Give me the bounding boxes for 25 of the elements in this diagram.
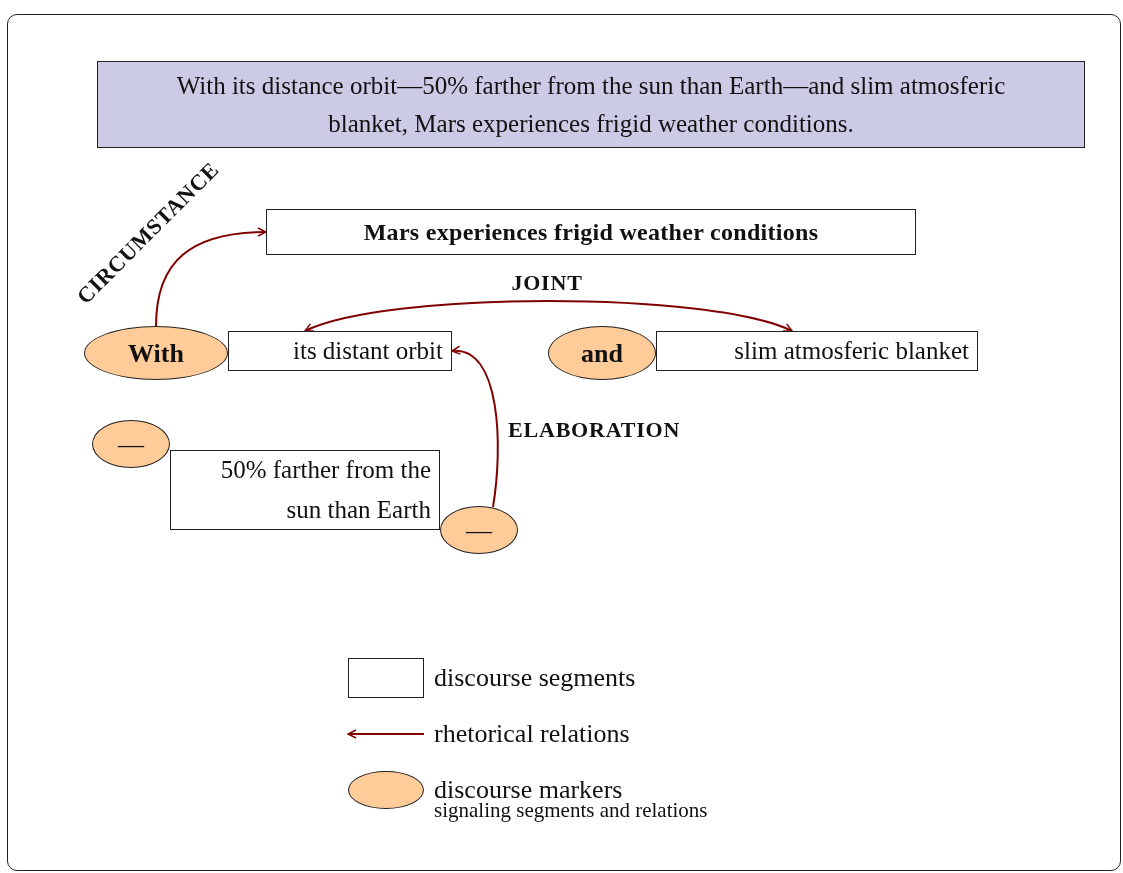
marker-ellipse — [548, 326, 656, 380]
node-text: and — [581, 337, 623, 370]
node-text: With — [128, 337, 184, 370]
node-text: slim atmosferic blanket — [734, 336, 969, 366]
marker-ellipse — [84, 326, 228, 380]
marker-ellipse — [440, 506, 518, 554]
relation-arrow — [304, 300, 793, 333]
node-text: its distant orbit — [293, 336, 443, 366]
segment-box — [266, 209, 916, 255]
node-text: 50% farther from the sun than Earth — [219, 455, 431, 525]
sentence-box — [97, 61, 1085, 148]
marker-ellipse — [92, 420, 170, 468]
node-text: Mars experiences frigid weather conditions — [363, 218, 819, 247]
segment-box — [228, 331, 452, 371]
edge-label: JOINT — [511, 270, 583, 296]
relation-arrow — [451, 346, 499, 508]
edge-label: ELABORATION — [508, 417, 681, 443]
node-text: With its distance orbit—50% farther from the sun than Earth—and slim atmosferic blanket, Mars experiences frigid weather conditions. — [175, 71, 1007, 139]
segment-box — [170, 450, 440, 530]
legend-text: rhetorical relations — [434, 719, 630, 749]
node-text: — — [466, 514, 492, 547]
segment-box — [656, 331, 978, 371]
legend-text: discourse segments — [434, 663, 636, 693]
node-text: — — [118, 428, 144, 461]
relation-arrow — [155, 227, 267, 327]
